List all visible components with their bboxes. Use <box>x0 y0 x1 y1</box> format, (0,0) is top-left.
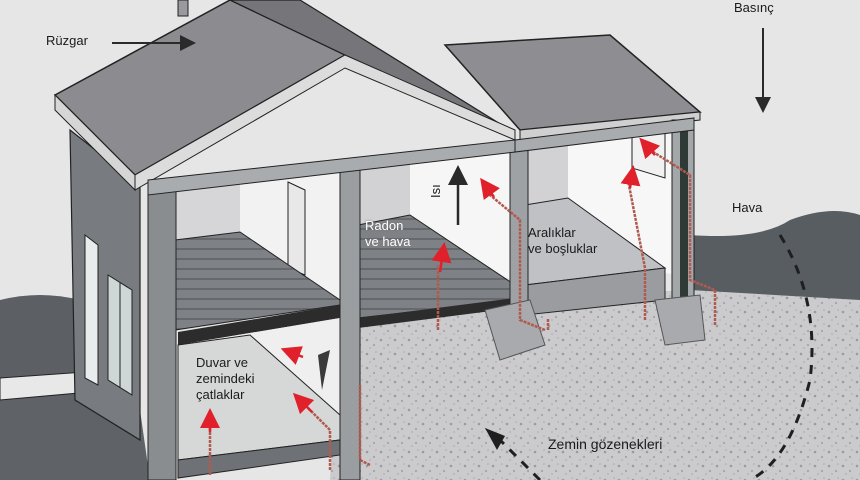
right-hill <box>690 211 860 300</box>
footing <box>654 294 706 346</box>
soil <box>330 290 860 480</box>
heat-label: Isı <box>428 184 443 198</box>
soil-flow-arrowhead-icon <box>485 428 505 450</box>
cracks-label: Duvar ve zemindeki çatlaklar <box>196 355 255 402</box>
wind-label: Rüzgar <box>46 33 88 48</box>
soil-pores-label: Zemin gözenekleri <box>548 436 663 452</box>
air-label: Hava <box>732 200 763 215</box>
radon-paths <box>208 148 717 475</box>
post <box>339 161 361 480</box>
gaps-label: Aralıklar ve boşluklar <box>528 225 598 256</box>
post <box>147 184 177 480</box>
footing <box>484 299 546 361</box>
soil-flow-path <box>749 234 814 480</box>
pressure-label: Basınç <box>734 0 774 15</box>
radon-air-label: Radon ve hava <box>365 218 411 249</box>
radon-arrows <box>200 137 661 432</box>
